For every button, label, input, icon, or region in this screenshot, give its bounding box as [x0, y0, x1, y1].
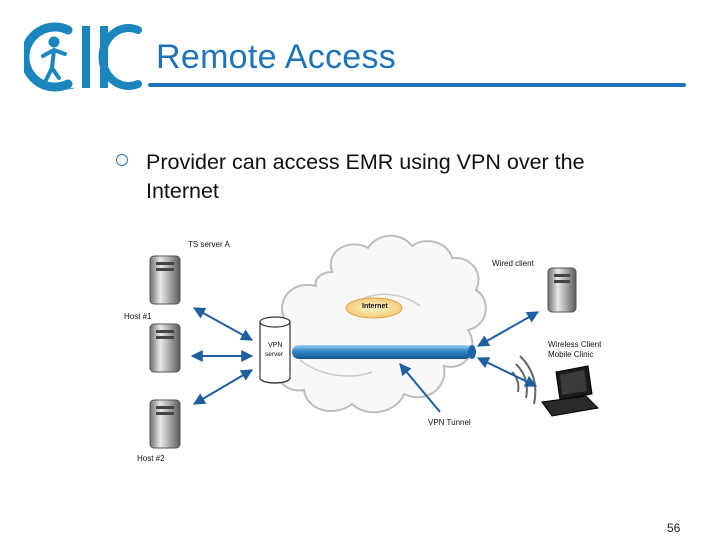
arrow-tunnel-wireless	[476, 357, 538, 387]
arrow-tunnel-wired	[476, 311, 540, 347]
internet-badge	[345, 297, 403, 319]
label-vpn-tunnel: VPN Tunnel	[428, 418, 471, 427]
label-vpn-server-2: server	[265, 351, 284, 358]
label-host1: Host #1	[124, 312, 152, 321]
page-number: 56	[667, 521, 681, 535]
label-vpn-server-1: VPN	[268, 342, 283, 349]
internet-cloud	[266, 234, 487, 414]
arrow-host2-vpn	[192, 369, 254, 405]
chc-logo	[24, 22, 142, 92]
label-host2: Host #2	[137, 454, 165, 463]
server-host2-icon	[149, 399, 181, 449]
laptop-icon	[541, 365, 600, 417]
server-ts-a-icon	[149, 255, 181, 305]
vpn-server-icon	[259, 316, 291, 384]
slide-title: Remote Access	[156, 38, 397, 76]
vpn-tunnel	[292, 345, 472, 359]
bullet-item: Provider can access EMR using VPN over t…	[146, 150, 585, 203]
wired-client-icon	[547, 267, 577, 313]
server-host1-icon	[149, 323, 181, 373]
label-internet: Internet	[362, 303, 388, 310]
arrow-ts-vpn	[192, 307, 254, 341]
arrow-vpn-tunnel-label	[399, 363, 441, 413]
label-ts-server: TS server A	[188, 240, 230, 249]
label-wired-client: Wired client	[492, 259, 534, 268]
bullet-circle-icon	[116, 154, 128, 166]
label-mobile-clinic: Mobile Clinic	[548, 350, 594, 359]
title-underline	[148, 83, 686, 87]
label-wireless-client: Wireless Client	[548, 340, 602, 349]
